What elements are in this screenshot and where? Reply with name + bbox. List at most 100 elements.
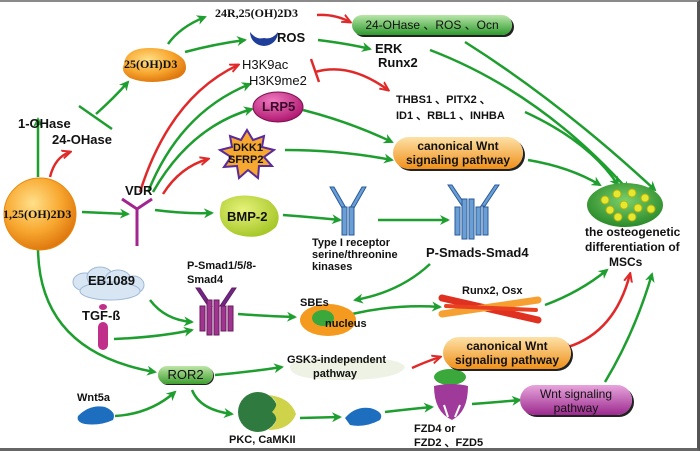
link-ohase-ros-ocn-to-msc: [464, 40, 657, 192]
link-vdr-to-h3k9me2: [146, 82, 252, 193]
link-calcitriol-to-ror2: [36, 249, 157, 376]
lrp5-label: LRP5: [262, 99, 296, 114]
ror2-node: ROR2: [158, 366, 213, 384]
pkc-camkii-icon: [238, 392, 296, 432]
sfrp2-label: SFRP2: [228, 154, 264, 166]
fzd-receptor-icon: [434, 369, 468, 420]
link-sbes-to-runx2: [351, 301, 442, 316]
link-bmp2-to-receptor: [282, 213, 342, 225]
genes-line-1: THBS1 、PITX2 、: [396, 94, 491, 106]
link-ror2-to-pkc: [190, 389, 234, 418]
msc-line-1: the osteogenetic: [585, 225, 681, 239]
link-vdr-to-lrp5: [151, 106, 254, 193]
lrp5-node: [252, 91, 304, 123]
link-fzd-to-wntsig: [471, 395, 522, 406]
canonical-wnt-top-node: canonical Wnt signaling pathway: [393, 137, 523, 169]
link-psmad158-to-sbes: [237, 311, 297, 322]
vdr-receptor-icon: [121, 197, 153, 246]
msc-line-2: differentiation of: [585, 240, 680, 254]
link-24r25-to-ohase-ros-ocn: [316, 13, 350, 22]
link-canonical-bottom-to-msc: [567, 274, 630, 349]
calcidiol-bean: [122, 47, 186, 82]
genes-line-2: ID1 、RBL1 、INHBA: [396, 110, 505, 122]
link-vdr-to-dkk1: [161, 159, 208, 195]
link-blob-to-fzd: [384, 402, 434, 414]
msc-line-3: MSCs: [609, 255, 643, 269]
bmp2-blob: [219, 195, 279, 237]
signal-blob: [345, 407, 382, 426]
link-lrp5-to-canonical: [302, 108, 394, 144]
inhibit-24ohase-25ohd3: [78, 104, 113, 131]
link-wnt5a-to-ror2: [114, 390, 177, 418]
pkc-camkii-label: PKC, CaMKII: [229, 434, 296, 446]
24-ohase-label: 24-OHase: [52, 132, 112, 147]
link-eb1089-to-psmad158: [149, 299, 194, 327]
inhibit-h3k9ac-genes: [314, 68, 388, 90]
psmad158-receptor-icon: [195, 287, 237, 336]
h3k9me2-label: H3K9me2: [249, 73, 307, 88]
link-25ohd3-to-24r25: [166, 15, 207, 45]
link-genes-to-msc: [524, 110, 620, 187]
psmads-receptor-icon: [447, 184, 500, 240]
link-ror2-to-gsk3: [214, 363, 284, 377]
link-ros-to-erk: [317, 38, 372, 52]
gsk3-line-2: pathway: [313, 368, 358, 380]
link-pkc-to-blob: [299, 412, 342, 423]
ohase-ros-ocn-label: 24-OHase 、ROS 、Ocn: [365, 18, 499, 32]
h3k9ac-label: H3K9ac: [242, 57, 289, 72]
link-erk-to-msc: [429, 48, 630, 192]
link-25ohd3-to-ros: [184, 36, 247, 54]
tgfb-label: TGF-ß: [82, 308, 121, 323]
bmp2-label: BMP-2: [227, 209, 268, 224]
ror2-label: ROR2: [167, 367, 204, 382]
link-inhibit-to-25ohd3: [95, 80, 130, 115]
link-wntsig-to-msc: [603, 272, 655, 383]
type1-receptor-line-1: Type I receptor: [312, 237, 391, 249]
sbes-label: SBEs: [300, 297, 329, 309]
link-vdr-to-h3k9ac: [138, 65, 238, 193]
psmad158-line-1: P-Smad1/5/8-: [187, 260, 257, 272]
nucleus-label: nucleus: [325, 318, 367, 330]
type1-receptor-icon: [329, 186, 367, 236]
dkk1-label: DKK1: [233, 142, 263, 154]
eb1089-label: EB1089: [88, 273, 135, 288]
ros-icon: [250, 32, 278, 46]
runx2-osx-dna-icon: [438, 294, 542, 324]
wnt5a-blob: [77, 406, 114, 425]
link-tgfb-to-psmad158: [113, 326, 194, 341]
link-psmads-to-sbes: [353, 263, 431, 304]
dkk1-starburst: [217, 128, 277, 180]
erk-label: ERK: [375, 41, 403, 56]
canonical-wnt-top-line-1: canonical Wnt: [417, 139, 499, 153]
type1-receptor-line-3: kinases: [312, 261, 353, 273]
canonical-wnt-top-line-2: signaling pathway: [405, 153, 510, 167]
link-gsk3-to-canonical-bottom: [411, 357, 440, 370]
tgfb-ligand-icon: [98, 304, 108, 350]
link-calcitriol-to-vdr: [81, 208, 130, 219]
type1-receptor-line-2: serine/threonine: [312, 249, 398, 261]
ohase-ros-ocn-node: 24-OHase 、ROS 、Ocn: [352, 15, 512, 35]
gsk3-backdrop: [290, 357, 405, 380]
vdr-label: VDR: [125, 183, 153, 198]
psmads-smad4-label: P-Smads-Smad4: [426, 245, 529, 260]
wnt-signaling-line-1: Wnt signaling: [539, 387, 613, 401]
inhibit-bar-h3k9ac: [309, 58, 321, 83]
canonical-wnt-bottom-line-2: signaling pathway: [454, 353, 559, 367]
1-ohase-label: 1-OHase: [18, 116, 71, 131]
calcitriol-label: 1,25(OH)2D3: [3, 207, 72, 221]
runx2-osx-label: Runx2, Osx: [462, 285, 523, 297]
calcitriol-sphere: [3, 177, 77, 251]
psmad158-line-2: Smad4: [187, 274, 224, 286]
wnt-signaling-line-2: pathway: [553, 401, 599, 415]
24r25-label: 24R,25(OH)2D3: [215, 6, 298, 20]
canonical-wnt-bottom-node: canonical Wnt signaling pathway: [443, 337, 571, 369]
fzd-line-1: FZD4 or: [414, 423, 456, 435]
wnt-signaling-node: Wnt signaling pathway: [520, 385, 632, 415]
link-calcitriol-to-24ohase: [48, 152, 70, 178]
link-dkk1-to-canonical: [284, 148, 394, 164]
link-canonical-top-to-msc: [527, 158, 602, 187]
sbe-core: [312, 310, 334, 326]
gsk3-line-1: GSK3-independent: [287, 354, 387, 366]
